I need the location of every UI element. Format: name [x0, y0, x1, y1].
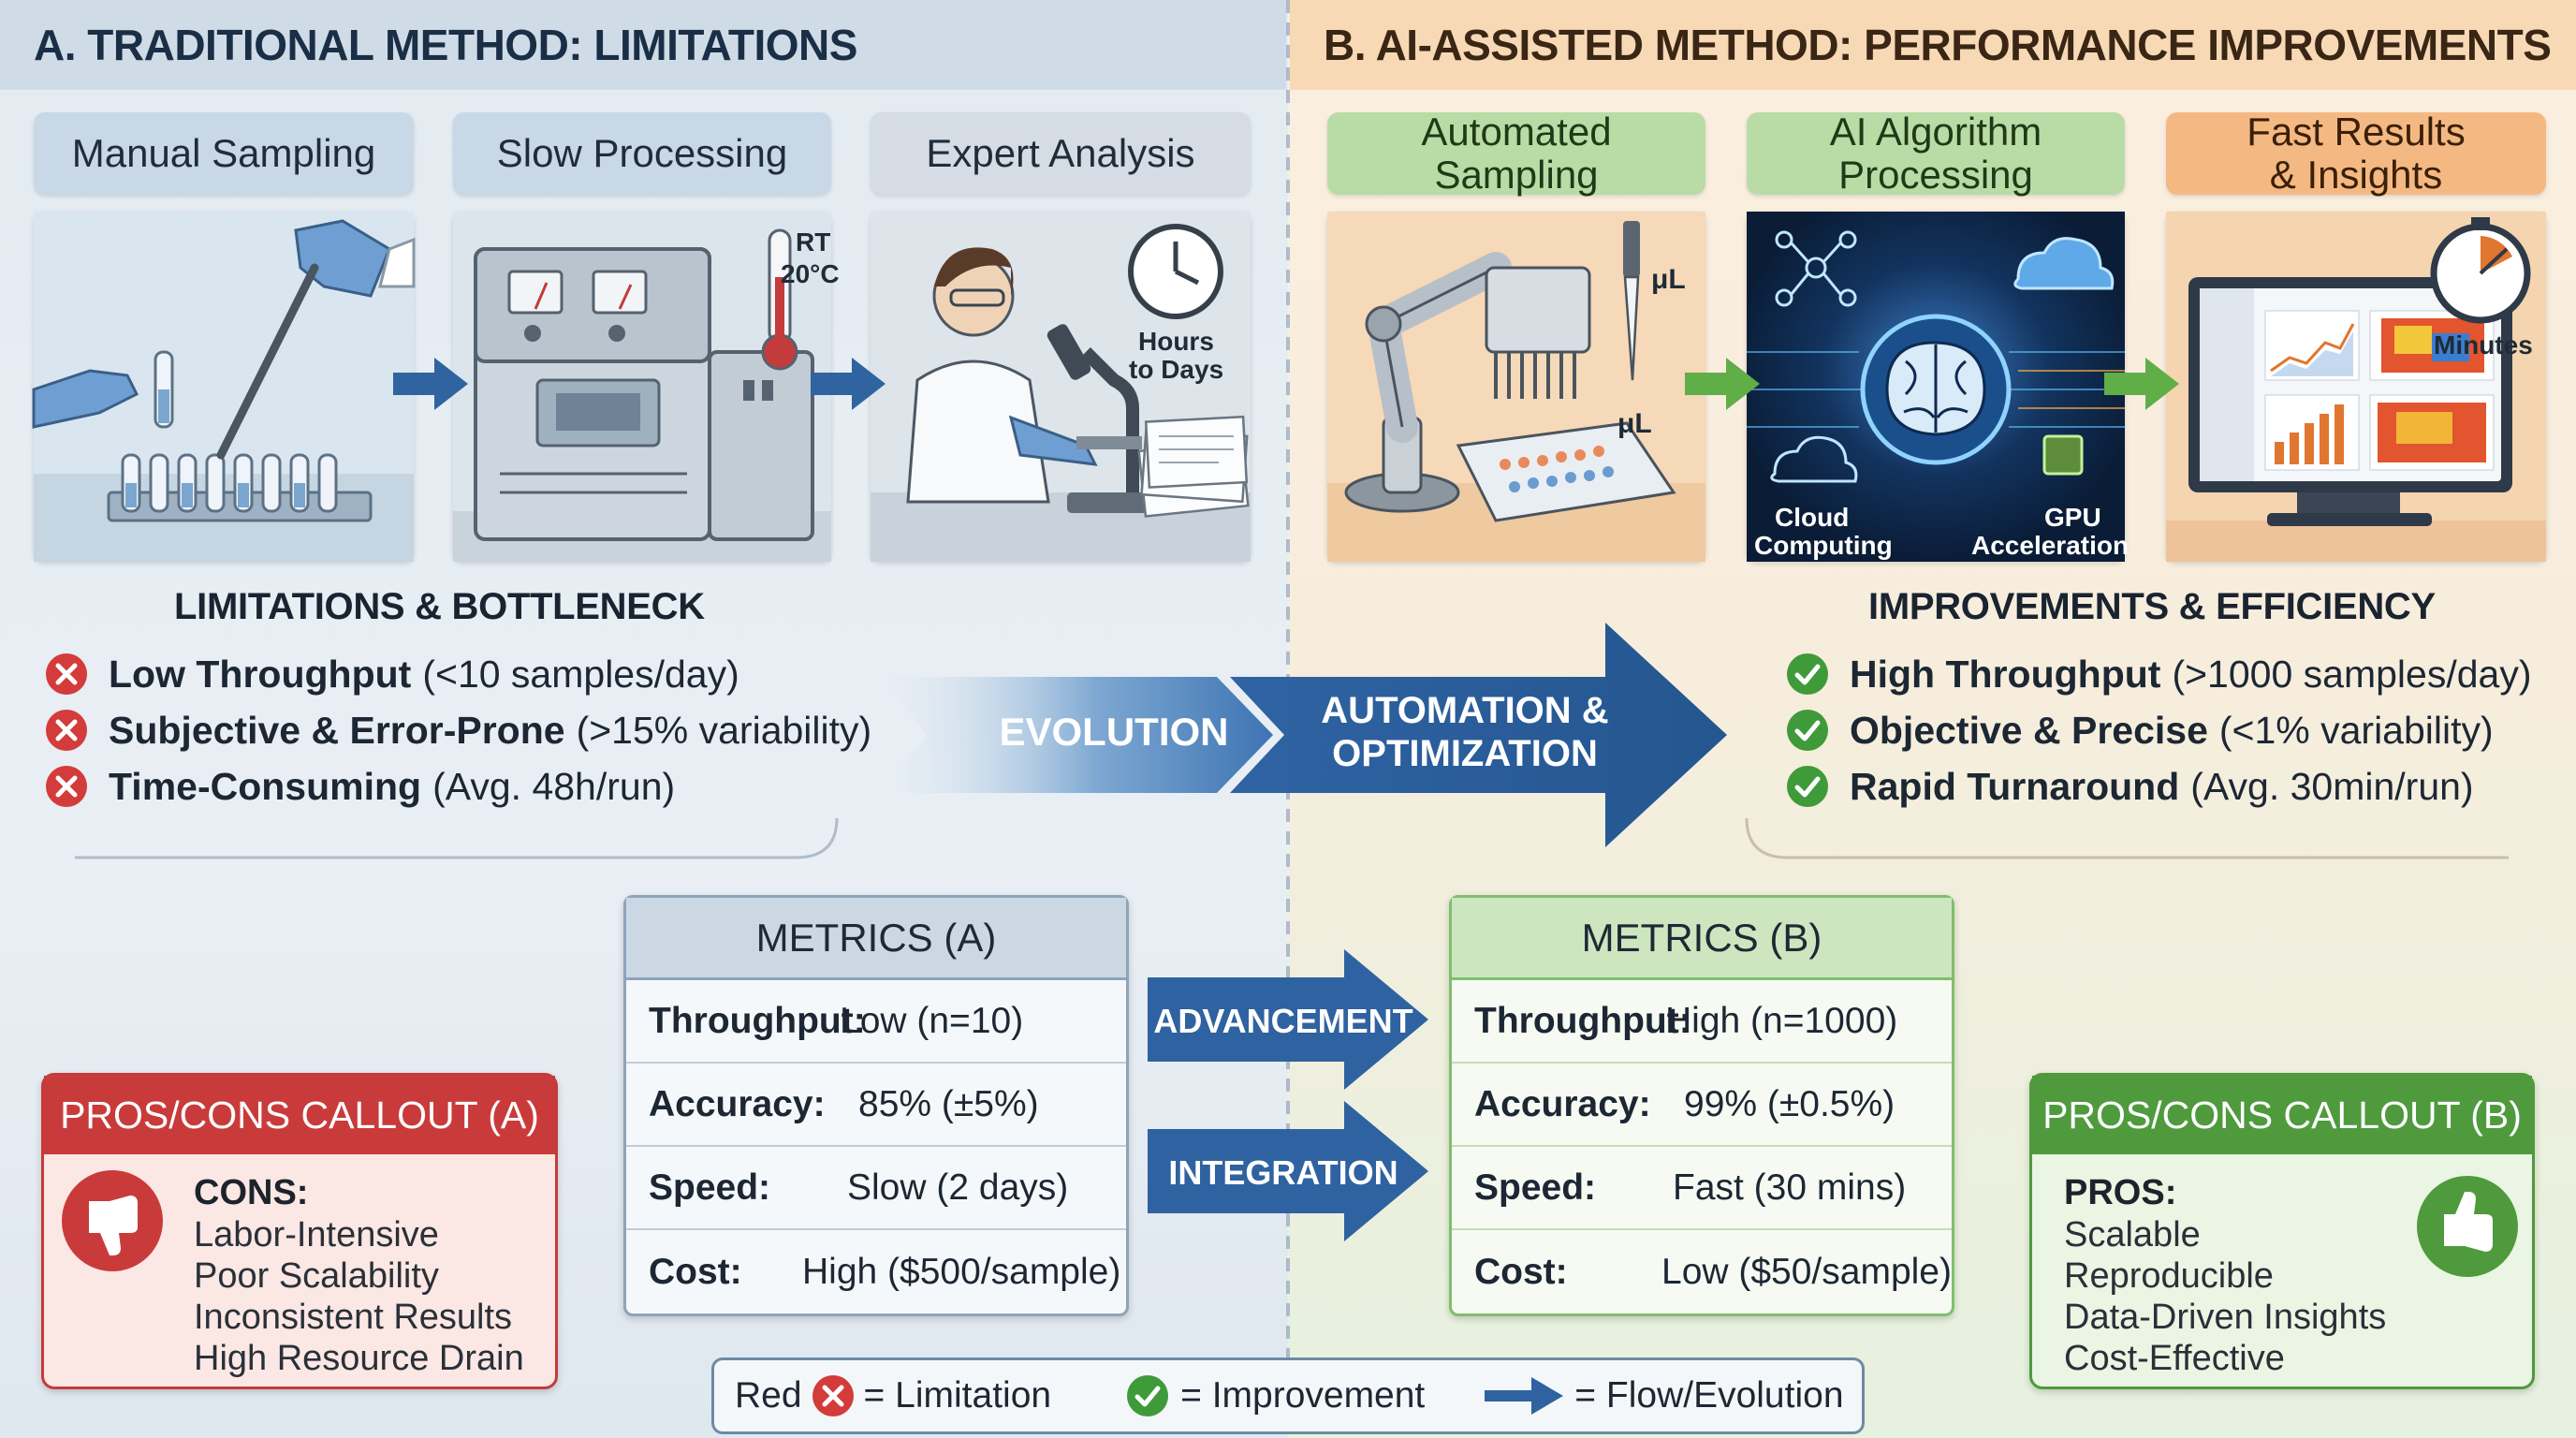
duration-label-hours: Hours	[1138, 327, 1214, 356]
gpu-acceleration-label: Acceleration	[1971, 531, 2129, 560]
duration-label-minutes: Minutes	[2434, 330, 2533, 360]
table-row: Accuracy:85% (±5%)	[626, 1064, 1126, 1147]
temperature-label-rt: RT	[796, 227, 830, 257]
cross-icon	[46, 710, 87, 751]
list-item: Low Throughput(<10 samples/day)	[45, 646, 871, 702]
cross-icon	[46, 766, 87, 807]
step-label-expert-analysis: Expert Analysis	[871, 112, 1251, 195]
check-icon	[1787, 766, 1828, 807]
cross-icon	[812, 1375, 854, 1416]
step-label-fast-results: Fast Results& Insights	[2166, 110, 2546, 197]
table-row: Accuracy:99% (±0.5%)	[1452, 1064, 1952, 1147]
list-item: Rapid Turnaround(Avg. 30min/run)	[1786, 758, 2531, 814]
check-icon	[1787, 710, 1828, 751]
table-row: Cost:High ($500/sample)	[649, 1251, 1121, 1292]
temperature-label-degrees: 20°C	[781, 259, 840, 288]
section-b-title: B. AI-ASSISTED METHOD: PERFORMANCE IMPRO…	[1290, 0, 2576, 90]
list-item: High Resource Drain	[194, 1339, 524, 1378]
list-item: High Throughput(>1000 samples/day)	[1786, 646, 2531, 702]
arrow-right-icon	[1485, 1377, 1564, 1415]
step-label-manual-sampling: Manual Sampling	[34, 112, 414, 195]
pros-cons-callout-a: PROS/CONS CALLOUT (A) CONS: Labor-Intens…	[41, 1073, 558, 1389]
duration-label-days: to Days	[1129, 355, 1223, 384]
cross-icon	[46, 653, 87, 695]
flow-arrow-icon	[811, 356, 886, 412]
legend-improvement: = Improvement	[1126, 1374, 1425, 1417]
list-item: Data-Driven Insights	[2064, 1298, 2387, 1337]
list-item: Labor-Intensive	[194, 1215, 439, 1255]
list-item: Inconsistent Results	[194, 1298, 513, 1337]
table-row: Cost:Low ($50/sample)	[1474, 1251, 1952, 1292]
check-icon	[1127, 1375, 1169, 1416]
cloud-computing-label: Computing	[1754, 531, 1893, 560]
table-row: Speed:Slow (2 days)	[626, 1147, 1126, 1230]
cloud-computing-label: Cloud	[1775, 503, 1849, 532]
advancement-arrow	[1148, 949, 1428, 1094]
limitations-title: LIMITATIONS & BOTTLENECK	[174, 586, 705, 627]
list-item: Time-Consuming(Avg. 48h/run)	[45, 758, 871, 814]
list-item: Poor Scalability	[194, 1256, 439, 1296]
legend-limitation: Red = Limitation	[735, 1375, 1052, 1416]
callout-b-title: PROS/CONS CALLOUT (B)	[2032, 1076, 2532, 1154]
advancement-label: ADVANCEMENT	[1153, 1002, 1413, 1040]
limitations-list: Low Throughput(<10 samples/day) Subjecti…	[45, 646, 871, 814]
manual-sampling-illustration	[32, 212, 416, 562]
connector-curve	[37, 814, 842, 889]
flow-arrow-icon	[1685, 356, 1760, 412]
evolution-arrow	[880, 623, 1741, 847]
check-icon	[1787, 653, 1828, 695]
section-a-title: A. TRADITIONAL METHOD: LIMITATIONS	[0, 0, 1286, 90]
evolution-label: EVOLUTION	[999, 710, 1229, 754]
list-item: Objective & Precise(<1% variability)	[1786, 702, 2531, 758]
metrics-table-a: METRICS (A) Throughput:Low (n=10) Accura…	[623, 895, 1129, 1316]
metrics-a-title: METRICS (A)	[626, 898, 1126, 980]
list-item: Subjective & Error-Prone(>15% variabilit…	[45, 702, 871, 758]
table-row: Speed:Fast (30 mins)	[1452, 1147, 1952, 1230]
integration-label: INTEGRATION	[1168, 1153, 1398, 1192]
slow-processing-illustration: RT 20°C	[453, 212, 840, 562]
ai-processing-illustration: Cloud Computing GPU Acceleration	[1747, 212, 2129, 562]
improvements-title: IMPROVEMENTS & EFFICIENCY	[1868, 586, 2436, 627]
step-label-slow-processing: Slow Processing	[453, 112, 831, 195]
automated-sampling-illustration: μL μL	[1327, 212, 1705, 562]
flow-arrow-icon	[393, 356, 468, 412]
metrics-table-b: METRICS (B) Throughput:High (n=1000) Acc…	[1449, 895, 1954, 1316]
flow-arrow-icon	[2104, 356, 2179, 412]
gpu-acceleration-label: GPU	[2044, 503, 2101, 532]
callout-a-heading: CONS:	[194, 1173, 309, 1212]
callout-a-title: PROS/CONS CALLOUT (A)	[44, 1076, 555, 1154]
fast-results-illustration: Minutes	[2166, 212, 2546, 562]
callout-b-heading: PROS:	[2064, 1173, 2177, 1212]
thumbs-down-icon	[62, 1170, 163, 1271]
connector-curve	[1741, 814, 2546, 889]
metrics-b-title: METRICS (B)	[1452, 898, 1952, 980]
volume-label-top: μL	[1651, 264, 1686, 295]
table-row: Throughput:High (n=1000)	[1452, 980, 1952, 1064]
improvements-list: High Throughput(>1000 samples/day) Objec…	[1786, 646, 2531, 814]
automation-optimization-label: AUTOMATION &OPTIMIZATION	[1321, 690, 1609, 774]
volume-label-bottom: μL	[1617, 408, 1652, 439]
expert-analysis-illustration: Hours to Days	[871, 212, 1251, 562]
legend: Red = Limitation = Improvement = Flow/Ev…	[711, 1357, 1865, 1434]
integration-arrow	[1148, 1101, 1428, 1246]
list-item: Cost-Effective	[2064, 1339, 2285, 1378]
thumbs-up-icon	[2417, 1176, 2518, 1277]
list-item: Reproducible	[2064, 1256, 2274, 1296]
legend-flow: = Flow/Evolution	[1485, 1375, 1844, 1416]
pros-cons-callout-b: PROS/CONS CALLOUT (B) PROS: Scalable Rep…	[2029, 1073, 2535, 1389]
list-item: Scalable	[2064, 1215, 2201, 1255]
table-row: Throughput:Low (n=10)	[626, 980, 1126, 1064]
